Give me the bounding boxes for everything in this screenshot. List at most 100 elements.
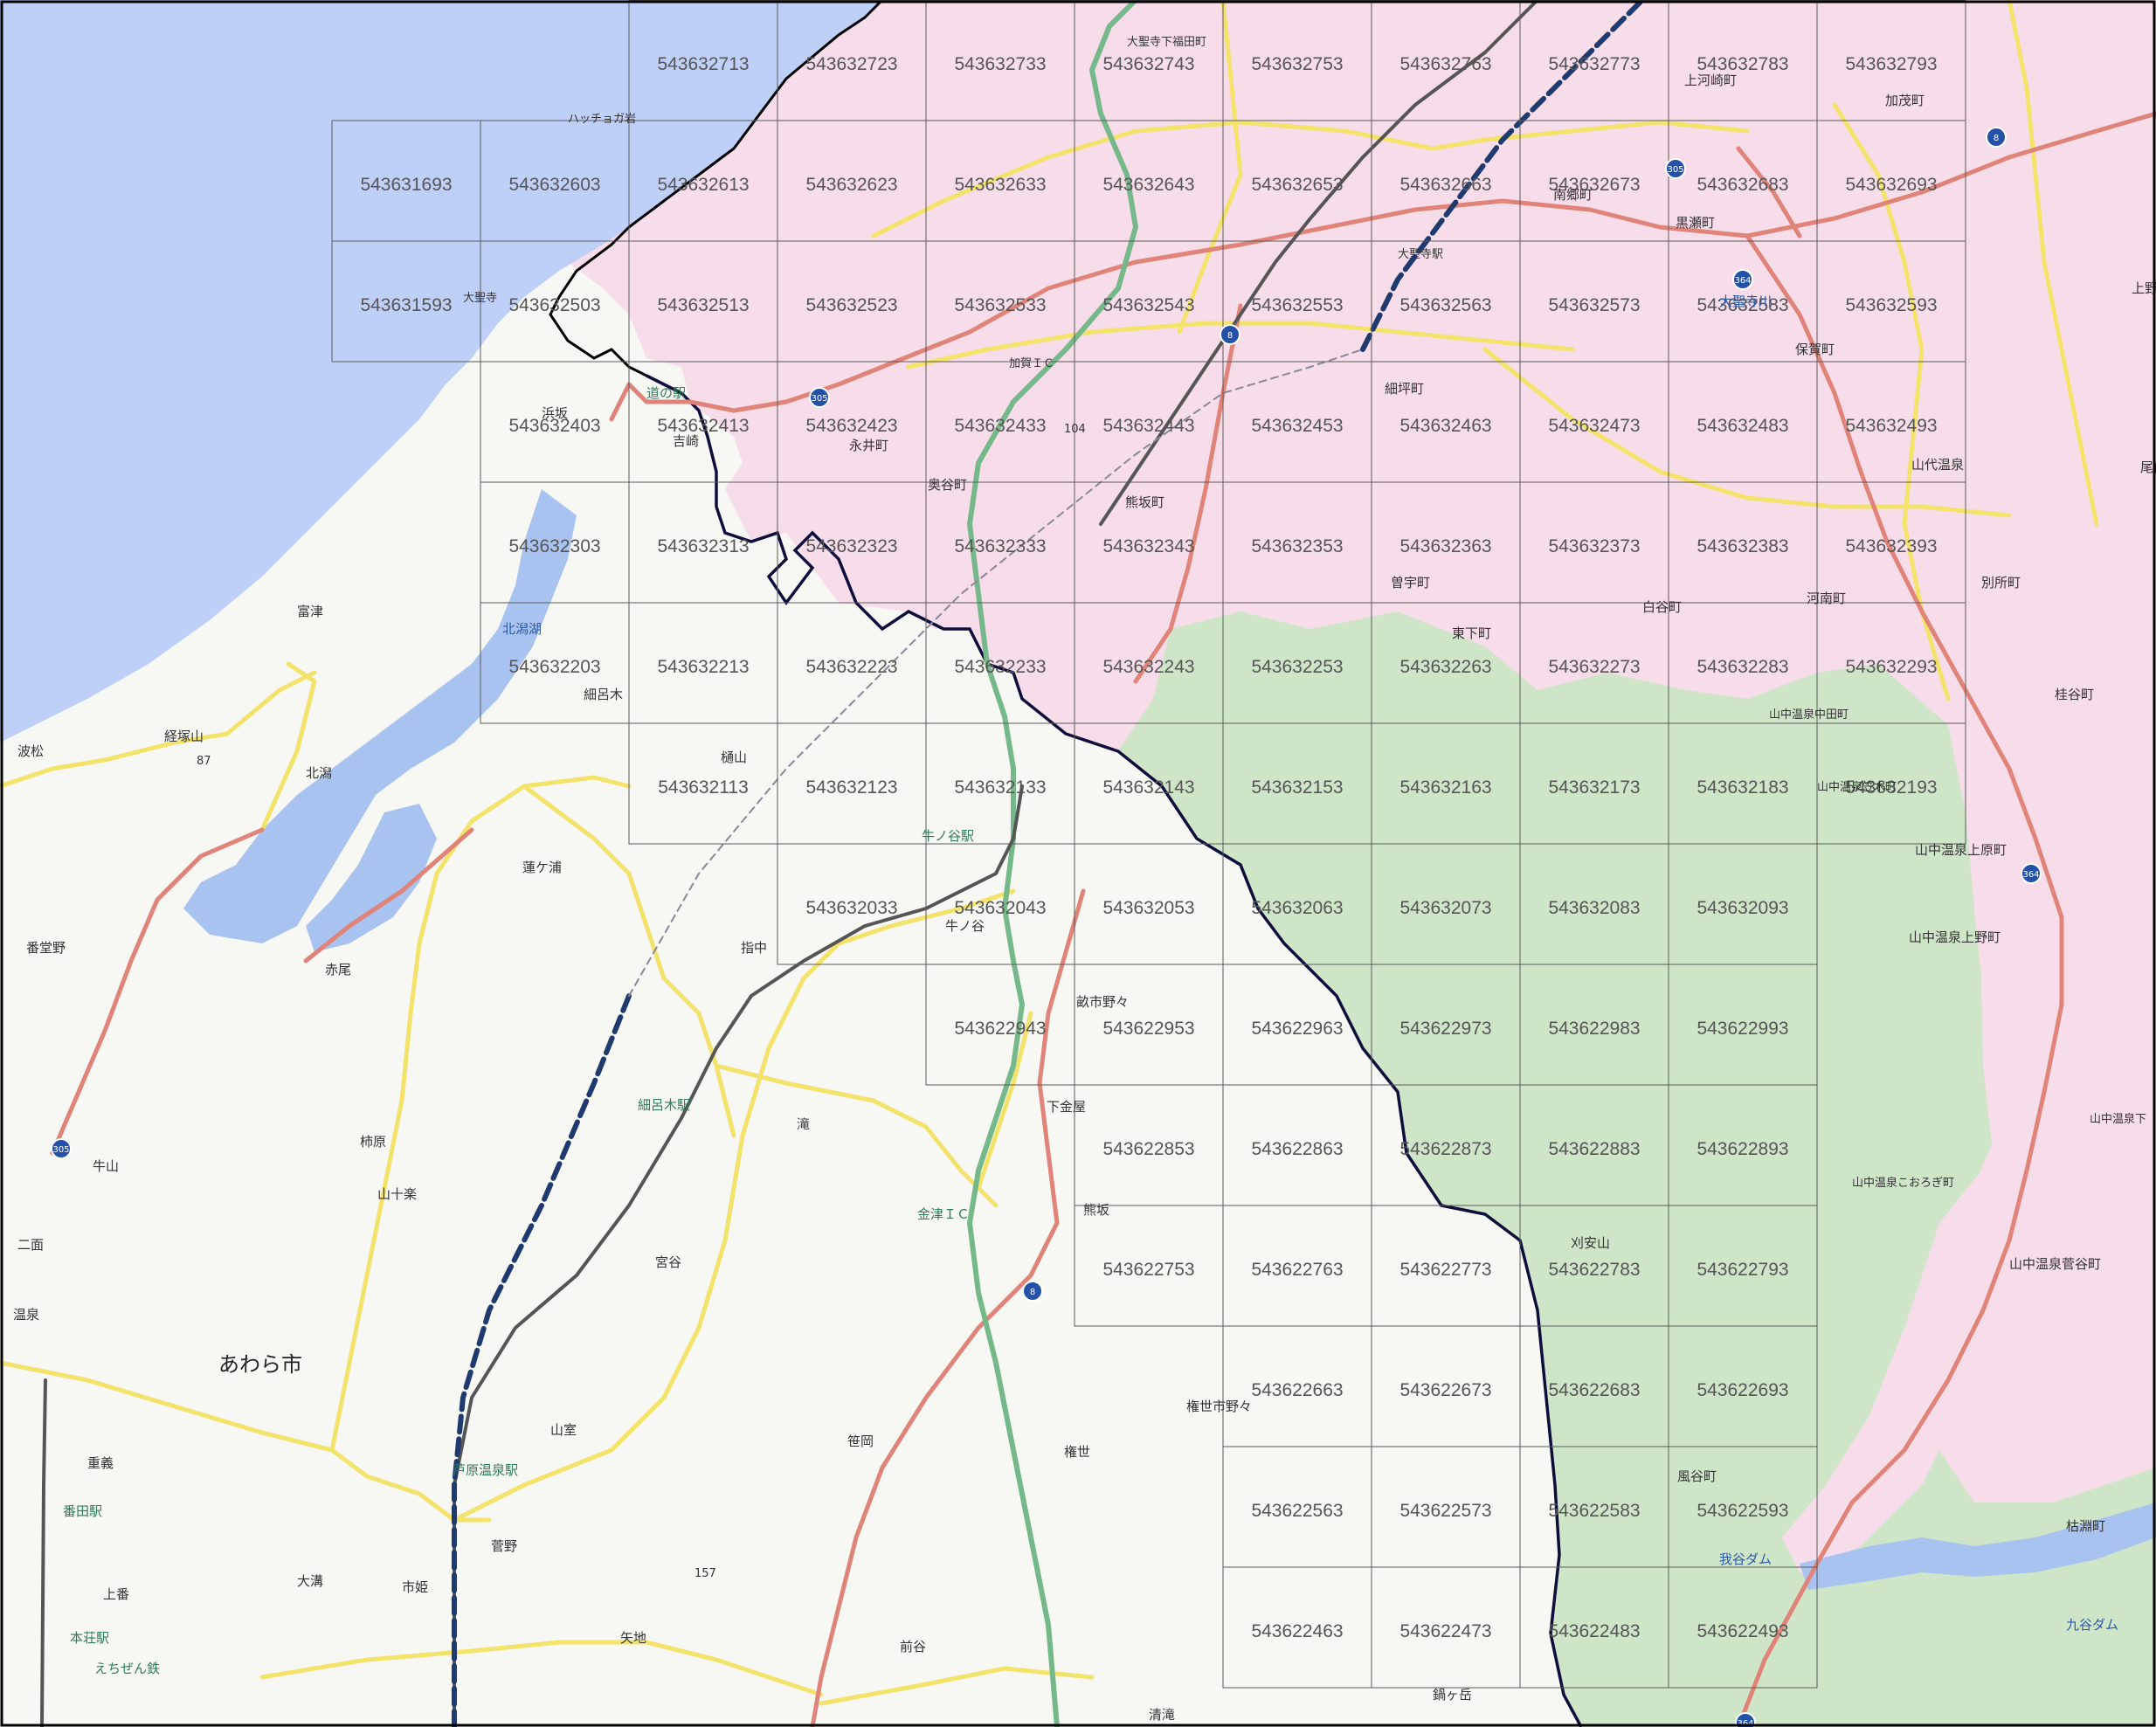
place-label-sasaoka: 笹岡 <box>847 1433 874 1449</box>
mesh-code-label: 543622943 <box>954 1019 1046 1039</box>
place-label-higashimachi: 東下町 <box>1452 625 1491 641</box>
route-shield-number: 305 <box>811 394 827 404</box>
national-road <box>609 329 972 422</box>
place-label-geta-noonono: 畝市野々 <box>1076 994 1129 1010</box>
place-label-kariyasu: 刈安山 <box>1571 1235 1610 1251</box>
mesh-code-label: 543632303 <box>508 536 600 556</box>
place-label-daishoji-station: 大聖寺駅 <box>1398 248 1443 261</box>
mesh-code-label: 543622583 <box>1548 1501 1640 1521</box>
place-label-h87: 87 <box>197 755 211 768</box>
prefectural-road <box>1832 102 1951 701</box>
place-label-daishoji-shimofukuda: 大聖寺下福田町 <box>1127 36 1206 49</box>
place-label-kumasaka-machi: 熊坂町 <box>1125 494 1164 510</box>
national-road <box>1736 233 2064 1727</box>
mesh-code-label: 543622863 <box>1251 1139 1343 1159</box>
place-label-kamo: 加茂町 <box>1885 93 1925 108</box>
mesh-cell[interactable] <box>1668 1566 1818 1689</box>
place-label-hamasaka: 浜坂 <box>542 405 568 421</box>
mesh-code-label: 543632193 <box>1845 777 1937 798</box>
place-label-hosotsubo: 細坪町 <box>1385 381 1424 397</box>
mesh-code-label: 543632423 <box>805 416 897 436</box>
place-label-onsen: 温泉 <box>13 1307 39 1323</box>
mesh-code-label: 543632273 <box>1548 657 1640 677</box>
expressway <box>967 0 1138 1727</box>
place-label-uebata: 上番 <box>103 1586 129 1602</box>
prefectural-road <box>871 120 1750 238</box>
mesh-code-label: 543632753 <box>1251 54 1343 74</box>
place-label-kitagata-lake: 北潟湖 <box>502 621 542 637</box>
mesh-code-label: 543632583 <box>1696 295 1788 315</box>
mesh-code-label: 543622893 <box>1696 1139 1788 1159</box>
mesh-code-label: 543632713 <box>657 54 749 74</box>
mesh-code-label: 543632543 <box>1102 295 1194 315</box>
place-label-yamamuro: 山室 <box>550 1422 577 1438</box>
route-shield-305 <box>51 1138 72 1159</box>
place-label-kiyotaki: 清滝 <box>1149 1707 1175 1723</box>
mesh-code-label: 543632563 <box>1399 295 1491 315</box>
mesh-code-label: 543632653 <box>1251 175 1343 195</box>
mesh-code-label: 543622993 <box>1696 1019 1788 1039</box>
mesh-code-label: 543632413 <box>657 416 749 436</box>
place-label-kanazu-ic: 金津ＩＣ <box>917 1206 970 1222</box>
sea <box>0 0 882 743</box>
mesh-code-label: 543622873 <box>1399 1139 1491 1159</box>
national-road <box>810 888 1086 1727</box>
place-label-hokakan: 保賀町 <box>1795 342 1835 357</box>
place-label-shimokanaya: 下金屋 <box>1047 1099 1086 1115</box>
mesh-code-label: 543632473 <box>1548 416 1640 436</box>
route-shield-number: 305 <box>52 1145 69 1155</box>
place-label-kumasaka: 熊坂 <box>1083 1202 1109 1218</box>
mesh-code-label: 543622753 <box>1102 1260 1194 1280</box>
place-label-hasugaura: 蓮ケ浦 <box>522 860 562 875</box>
mesh-code-label: 543632223 <box>805 657 897 677</box>
prefectural-road <box>259 661 317 832</box>
place-label-bessho: 別所町 <box>1981 575 2021 591</box>
mesh-code-label: 543632393 <box>1845 536 1937 556</box>
mesh-code-label: 543632553 <box>1251 295 1343 315</box>
route-shield-number: 8 <box>1227 331 1233 341</box>
place-label-wagatani-dam: 我谷ダム <box>1719 1551 1772 1567</box>
mesh-code-label: 543632773 <box>1548 54 1640 74</box>
place-label-taki: 滝 <box>797 1116 810 1132</box>
mesh-code-label: 543632053 <box>1102 898 1194 918</box>
prefectural-road <box>906 321 1575 370</box>
place-label-kaga-ic: 加賀ＩＣ <box>1009 357 1054 370</box>
place-label-bandono: 番堂野 <box>26 940 66 956</box>
mesh-code-label: 543622783 <box>1548 1260 1640 1280</box>
place-label-kutani-dam: 九谷ダム <box>2066 1617 2118 1633</box>
mesh-code-label: 543632623 <box>805 175 897 195</box>
mesh-code-label: 543632213 <box>657 657 749 677</box>
place-label-hamamatsu: 波松 <box>17 743 44 759</box>
mesh-code-label: 543632643 <box>1102 175 1194 195</box>
mesh-code-label: 543632043 <box>954 898 1046 918</box>
place-label-gonze-noonono: 権世市野々 <box>1186 1399 1252 1414</box>
mesh-code-label: 543632313 <box>657 536 749 556</box>
route-shield-8 <box>1220 324 1240 345</box>
place-label-akao: 赤尾 <box>325 962 351 977</box>
mesh-code-label: 543632593 <box>1845 295 1937 315</box>
place-label-katsuratani: 桂谷町 <box>2055 687 2094 702</box>
place-label-h157: 157 <box>694 1567 716 1580</box>
mesh-cell[interactable] <box>1816 722 1966 845</box>
prefectural-road <box>259 1640 824 1697</box>
place-label-yamanaka-uwaharacho: 山中温泉上原町 <box>1915 842 2007 858</box>
mesh-code-label: 543632143 <box>1102 777 1194 798</box>
route-shield-305 <box>809 387 830 408</box>
mesh-code-label: 543632693 <box>1845 175 1937 195</box>
route-shield-number: 364 <box>1734 276 1751 286</box>
place-label-yaji: 矢地 <box>620 1630 646 1646</box>
wagatani-reservoir <box>1800 1502 2156 1590</box>
place-label-michinoeki: 道の駅 <box>646 385 686 401</box>
place-label-kyogamine: 経塚山 <box>164 729 204 744</box>
mesh-code-label: 543632523 <box>805 295 897 315</box>
mesh-code-label: 543632723 <box>805 54 897 74</box>
mesh-code-label: 543622883 <box>1548 1139 1640 1159</box>
mesh-code-label: 543632673 <box>1548 175 1640 195</box>
mesh-code-label: 543632333 <box>954 536 1046 556</box>
place-label-oya: 尾俣町 <box>2140 459 2156 475</box>
place-label-ushinoya: 牛ノ谷 <box>945 918 985 934</box>
place-label-yoshizaki: 吉崎 <box>673 433 699 449</box>
